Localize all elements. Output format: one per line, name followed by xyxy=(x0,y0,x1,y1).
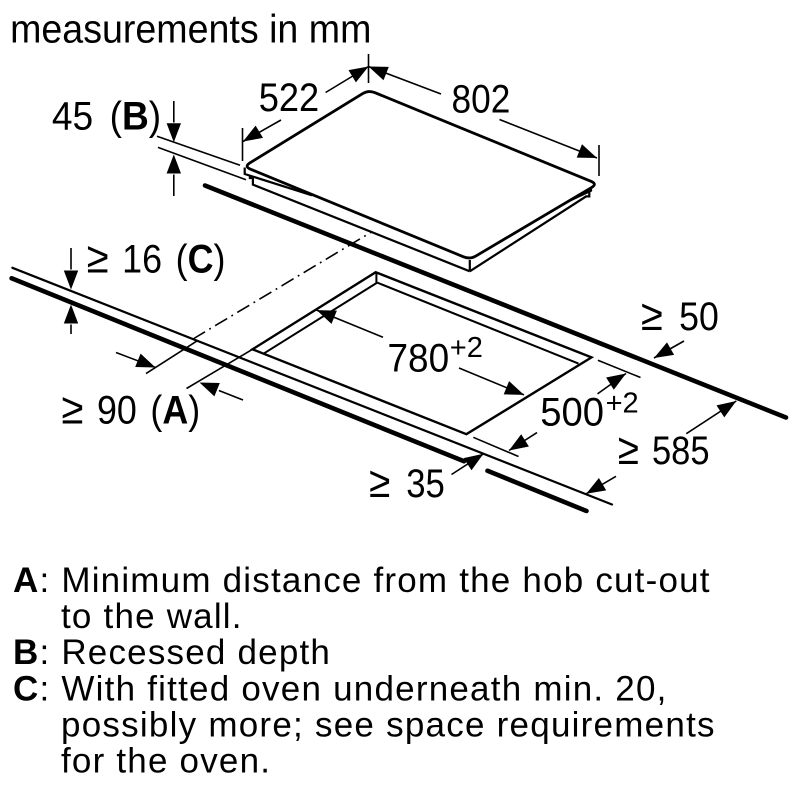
svg-text:to the wall.: to the wall. xyxy=(61,597,243,636)
svg-text:≥ 90 (A): ≥ 90 (A) xyxy=(61,384,200,433)
svg-text:≥ 35: ≥ 35 xyxy=(369,456,445,506)
svg-text:500: 500 xyxy=(540,391,604,435)
svg-text:possibly more; see space requi: possibly more; see space requirements xyxy=(61,706,716,745)
svg-text:45 (B): 45 (B) xyxy=(52,94,161,138)
svg-text:≥ 585: ≥ 585 xyxy=(618,425,710,474)
svg-text:≥ 50: ≥ 50 xyxy=(641,290,719,339)
svg-text:802: 802 xyxy=(452,76,511,120)
svg-text:522: 522 xyxy=(259,76,319,120)
svg-text:for the oven.: for the oven. xyxy=(61,742,271,781)
svg-text:B: Recessed depth: B: Recessed depth xyxy=(13,633,331,672)
svg-text:+2: +2 xyxy=(606,387,639,419)
svg-text:A: Minimum distance from the h: A: Minimum distance from the hob cut-out xyxy=(13,561,711,600)
svg-text:C: With fitted oven underneath: C: With fitted oven underneath min. 20, xyxy=(13,670,668,709)
svg-text:measurements in mm: measurements in mm xyxy=(10,7,371,51)
svg-text:+2: +2 xyxy=(450,332,483,364)
svg-text:≥ 16 (C): ≥ 16 (C) xyxy=(87,233,226,282)
svg-text:780: 780 xyxy=(388,337,450,381)
